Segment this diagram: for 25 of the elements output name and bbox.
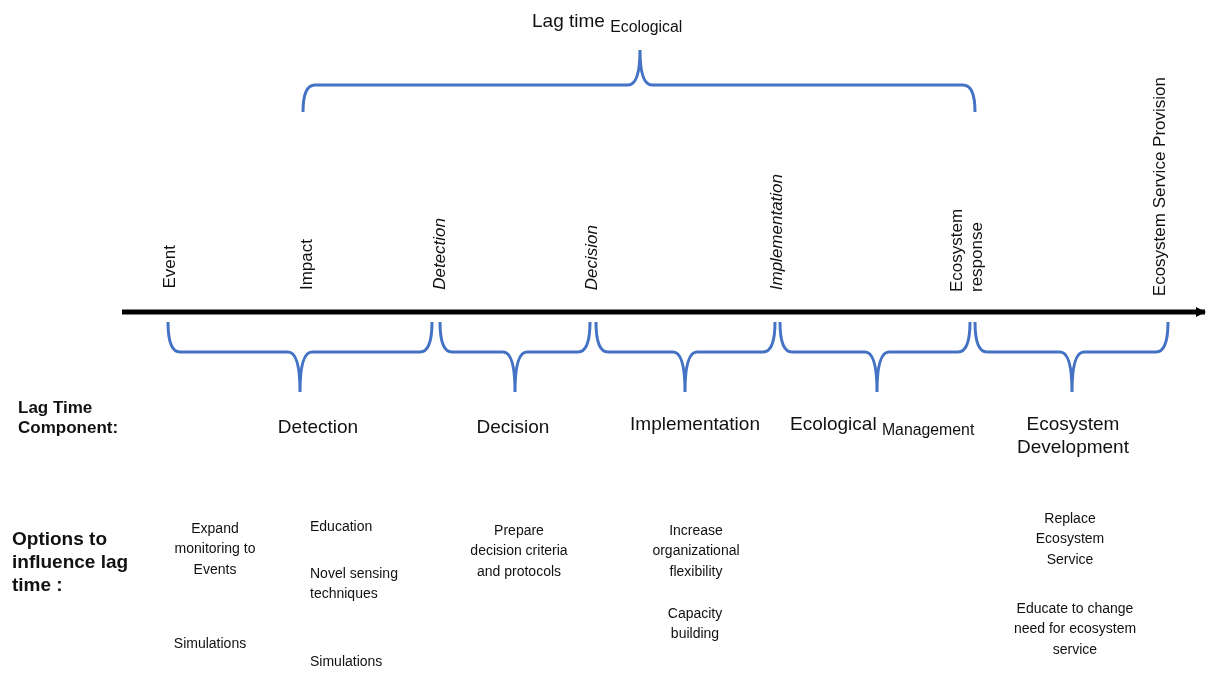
bracket-label: Lag time $_{Ecological}$ bbox=[532, 10, 684, 37]
time-marker-label: Implementation bbox=[767, 173, 787, 290]
time-marker-label: Ecosystem response bbox=[947, 207, 988, 292]
option-text: Education bbox=[310, 517, 374, 536]
time-marker-label: Impact bbox=[297, 238, 317, 290]
time-marker-label: Decision bbox=[582, 224, 602, 290]
component-label: Detection bbox=[276, 416, 360, 439]
time-marker-label: Detection bbox=[430, 218, 450, 290]
option-text: Capacity building bbox=[666, 604, 724, 644]
component-label: Implementation bbox=[629, 413, 761, 436]
option-text: Prepare decision criteria and protocols bbox=[470, 521, 568, 581]
option-text: Replace Ecosystem Service bbox=[1034, 509, 1106, 569]
option-text: Simulations bbox=[172, 634, 248, 653]
component-label: Decision bbox=[475, 416, 551, 439]
option-text: Novel sensing techniques bbox=[310, 564, 399, 604]
option-text: Educate to change need for ecosystem service bbox=[1012, 599, 1138, 659]
time-marker-label: Ecosystem Service Provision bbox=[1150, 76, 1170, 296]
component-label: Ecological $_{Management}$ bbox=[790, 413, 976, 440]
row-heading: Lag Time Component: bbox=[18, 398, 120, 439]
option-text: Increase organizational flexibility bbox=[651, 521, 741, 581]
row-heading: Options to influence lag time : bbox=[12, 528, 130, 597]
time-marker-label: Event bbox=[160, 244, 180, 288]
option-text: Simulations bbox=[310, 652, 384, 671]
option-text: Expand monitoring to Events bbox=[173, 519, 257, 579]
component-label: Ecosystem Development bbox=[1016, 413, 1130, 459]
